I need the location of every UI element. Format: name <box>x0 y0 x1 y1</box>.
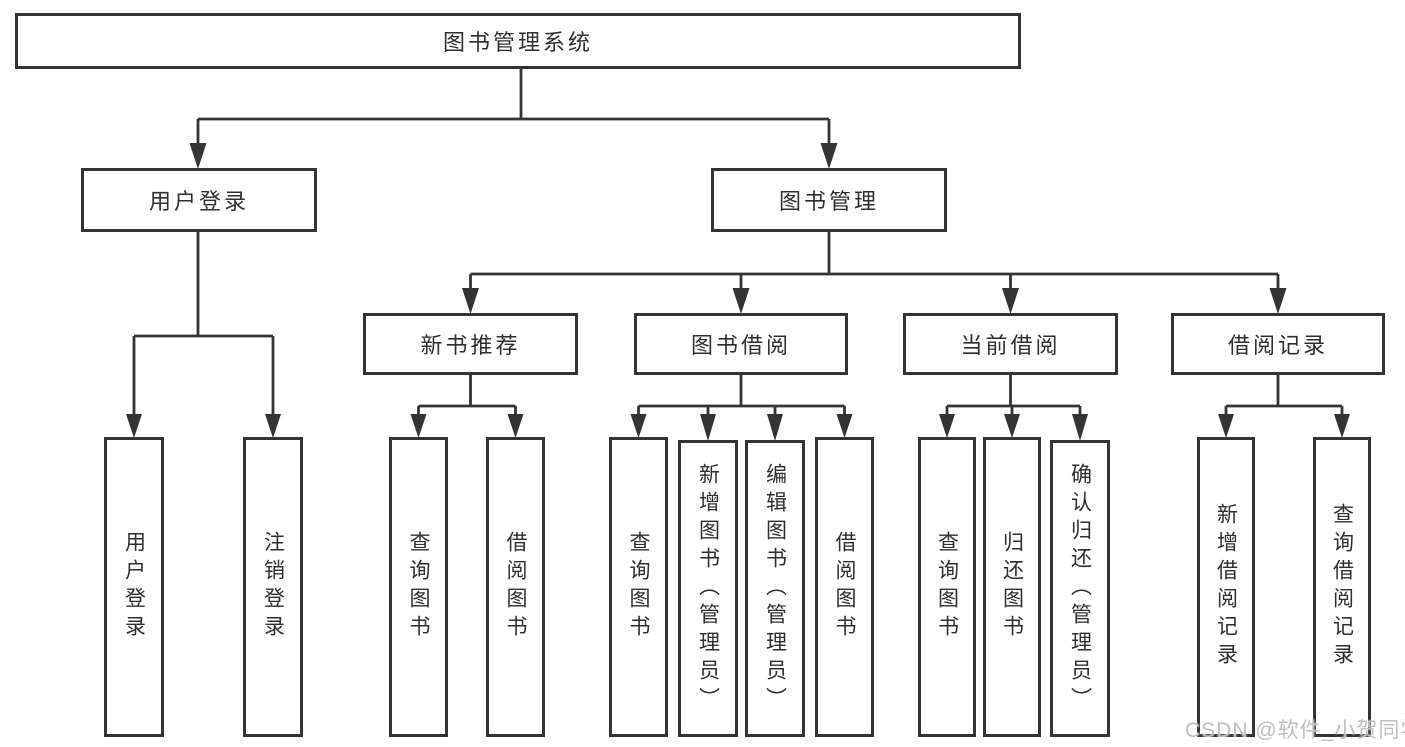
leaf-return-books: 归还图书 <box>983 437 1041 737</box>
arrow-icon <box>189 143 207 169</box>
edge-records-to-leaves <box>1224 375 1344 420</box>
leaf-borrow-books-recommend: 借阅图书 <box>486 437 545 737</box>
arrow-icon <box>1334 414 1350 438</box>
node-current-borrowing: 当前借阅 <box>903 313 1118 375</box>
node-book-management: 图书管理 <box>711 168 947 232</box>
node-new-book-recommendation: 新书推荐 <box>363 313 578 375</box>
edge-root-to-level2 <box>196 69 831 150</box>
arrow-icon <box>820 143 838 169</box>
arrow-icon <box>732 288 750 314</box>
arrow-icon <box>630 414 647 438</box>
arrow-icon <box>836 414 853 438</box>
arrow-icon <box>507 414 524 438</box>
arrow-icon <box>410 414 427 438</box>
edge-borrow-to-leaves <box>637 375 846 420</box>
node-book-borrowing: 图书借阅 <box>634 313 848 375</box>
leaf-user-login: 用户登录 <box>104 437 164 737</box>
edge-current-to-leaves <box>945 375 1082 420</box>
connector-paths <box>132 69 1344 420</box>
arrow-icon <box>126 414 142 438</box>
leaf-borrow-books: 借阅图书 <box>815 437 874 737</box>
node-user-login: 用户登录 <box>81 168 317 232</box>
edge-bookmgmt-to-level3 <box>469 232 1280 292</box>
arrowheads <box>126 143 1350 441</box>
csdn-watermark: CSDN @软件_小贺同学 <box>1185 719 1405 742</box>
arrow-icon <box>939 414 955 438</box>
edge-newbook-to-leaves <box>417 375 517 420</box>
arrow-icon <box>1218 414 1234 438</box>
arrow-icon <box>700 414 716 441</box>
arrow-icon <box>1269 288 1287 314</box>
edge-userlogin-to-leaves <box>132 232 275 420</box>
arrow-icon <box>1004 414 1020 438</box>
arrow-icon <box>462 288 479 314</box>
leaf-query-books-borrow: 查询图书 <box>609 437 668 737</box>
leaf-edit-books-admin: 编辑图书（管理员） <box>745 440 805 737</box>
leaf-query-borrow-record: 查询借阅记录 <box>1313 437 1371 737</box>
node-library-management-system: 图书管理系统 <box>15 13 1021 69</box>
leaf-query-books-current: 查询图书 <box>918 437 976 737</box>
arrow-icon <box>1002 288 1019 314</box>
leaf-logout: 注销登录 <box>243 437 303 737</box>
leaf-add-books-admin: 新增图书（管理员） <box>678 440 738 737</box>
arrow-icon <box>265 414 281 438</box>
leaf-query-books-recommend: 查询图书 <box>389 437 448 737</box>
arrow-icon <box>1072 414 1088 441</box>
node-borrowing-records: 借阅记录 <box>1171 313 1385 375</box>
arrow-icon <box>767 414 783 441</box>
leaf-add-borrow-record: 新增借阅记录 <box>1197 437 1255 737</box>
leaf-confirm-return-admin: 确认归还（管理员） <box>1050 440 1110 737</box>
